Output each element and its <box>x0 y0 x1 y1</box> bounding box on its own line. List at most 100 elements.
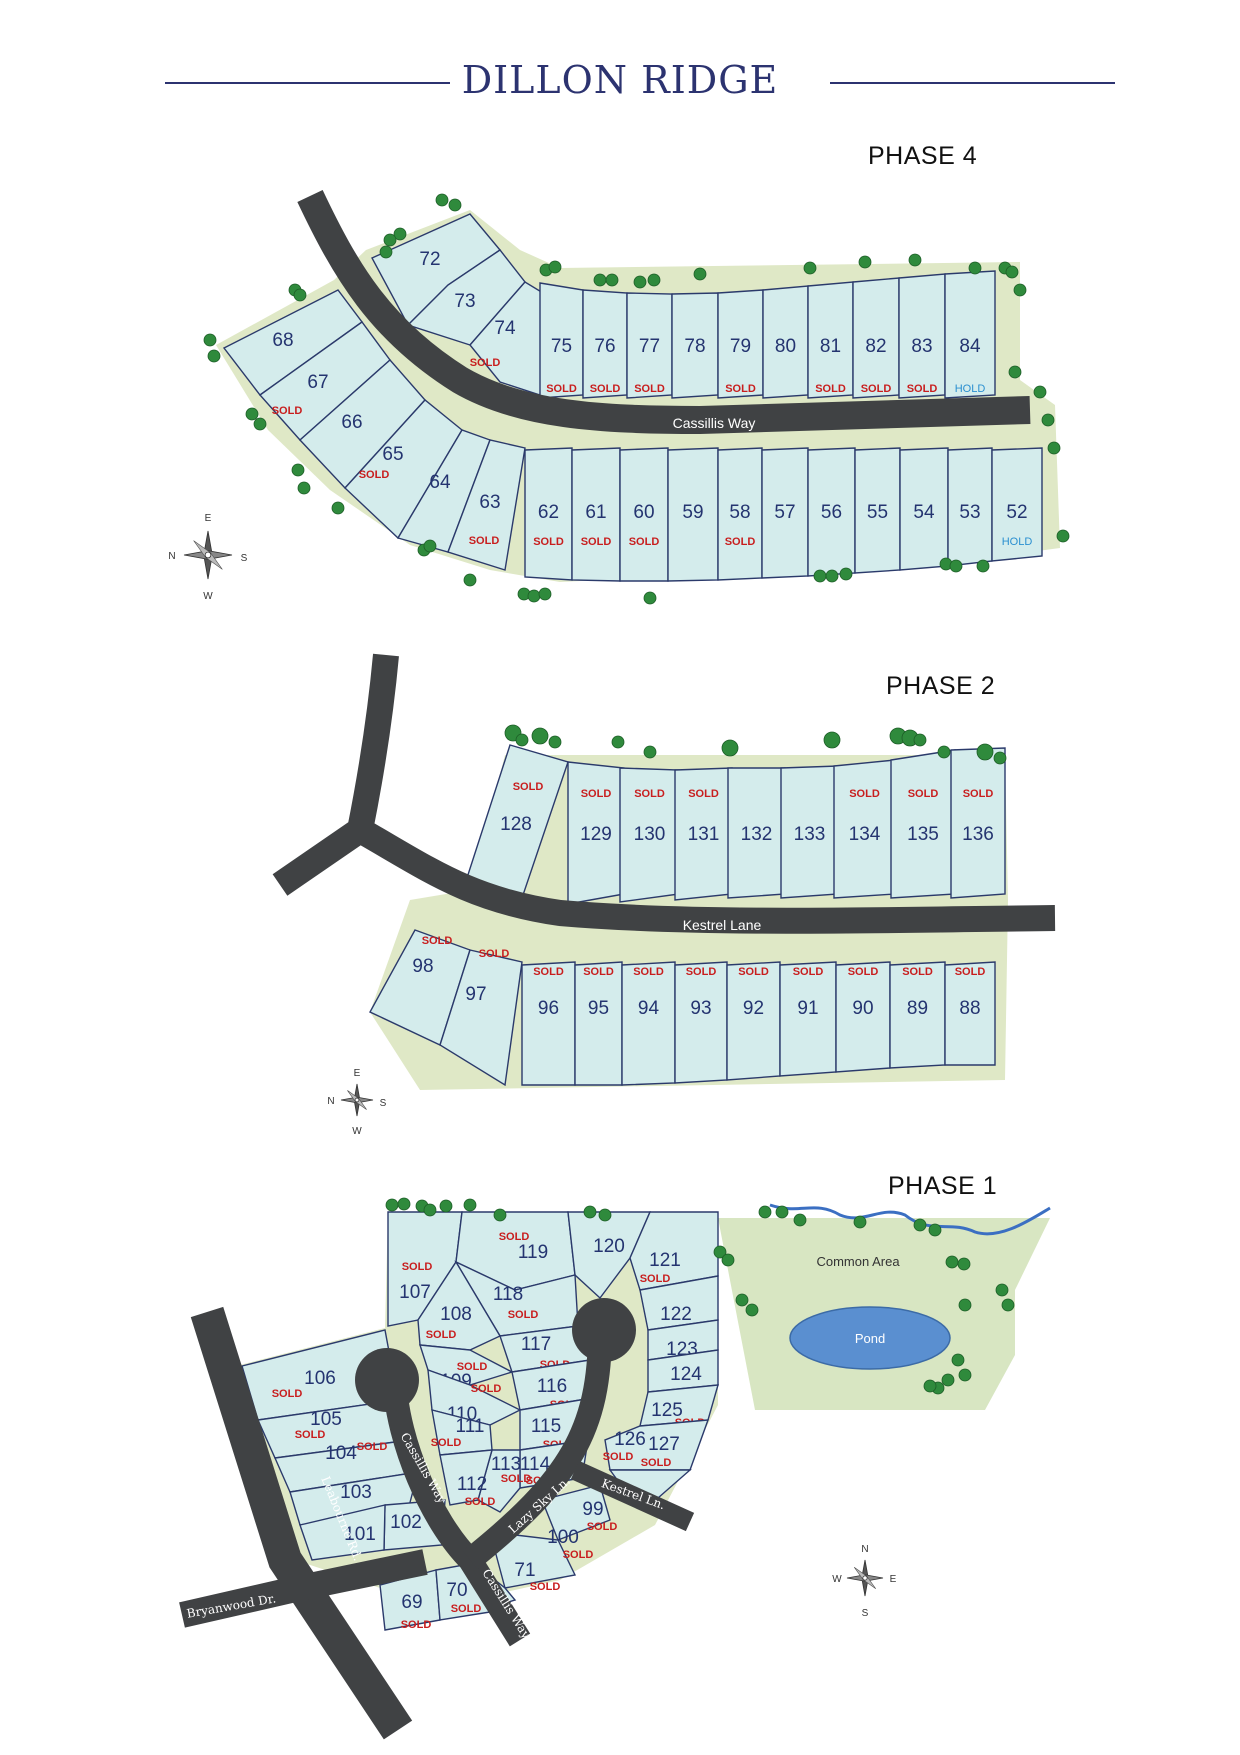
lot-54[interactable]: 54 <box>899 447 949 571</box>
tree-icon <box>1047 441 1061 455</box>
lot-101[interactable]: 101 <box>299 1504 386 1561</box>
tree-icon <box>813 569 827 583</box>
lot-78[interactable]: 78 <box>671 292 719 399</box>
lot-120[interactable]: 120 <box>567 1211 652 1300</box>
sold-label: SOLD <box>469 535 500 547</box>
tree-icon <box>839 567 853 581</box>
tree-icon <box>976 743 994 761</box>
lot-80[interactable]: 80 <box>762 285 809 399</box>
lot-57[interactable]: 57 <box>761 447 809 579</box>
tree-icon <box>397 1197 411 1211</box>
sold-label: SOLD <box>815 383 846 395</box>
tree-icon <box>941 1373 955 1387</box>
tree-icon <box>611 735 625 749</box>
lazy-sky-ln-road <box>462 1329 612 1570</box>
lot-59[interactable]: 59 <box>667 447 719 582</box>
tree-icon <box>531 727 549 745</box>
lot-55[interactable]: 55 <box>854 447 901 574</box>
pond-label: Pond <box>855 1331 885 1346</box>
lot-number: 62 <box>538 502 559 523</box>
sold-label: SOLD <box>603 1451 634 1463</box>
lot-132[interactable]: 132 <box>727 767 786 899</box>
tree-icon <box>793 1213 807 1227</box>
lot-number: 70 <box>446 1580 467 1601</box>
lot-124[interactable]: 124SOLD <box>0 0 719 1393</box>
tree-icon <box>245 407 259 421</box>
sold-label: SOLD <box>640 1273 671 1285</box>
sold-label: SOLD <box>465 1496 496 1508</box>
tree-icon <box>633 275 647 289</box>
tree-icon <box>958 1368 972 1382</box>
compass-n-label: N <box>327 1096 334 1107</box>
lot-number: 107 <box>399 1282 431 1303</box>
sold-label: SOLD <box>738 966 769 978</box>
lot-73[interactable]: 73 <box>406 249 526 346</box>
sold-label: SOLD <box>641 1457 672 1469</box>
tree-icon <box>745 1303 759 1317</box>
lot-number: 111 <box>456 1416 485 1437</box>
lot-number: 113 <box>491 1454 521 1475</box>
sold-label: SOLD <box>725 383 756 395</box>
lot-number: 68 <box>272 330 293 351</box>
sold-label: SOLD <box>849 788 880 800</box>
tree-icon <box>713 1245 727 1259</box>
tree-icon <box>775 1205 789 1219</box>
lot-53[interactable]: 53 <box>947 447 993 567</box>
lot-133[interactable]: 133 <box>780 765 839 899</box>
lot-number: 79 <box>730 336 751 357</box>
sold-label: SOLD <box>479 948 510 960</box>
phase2-south-lots: 98SOLD97SOLD96SOLD95SOLD94SOLD93SOLD92SO… <box>369 929 996 1087</box>
lot-number: 99 <box>582 1499 603 1520</box>
lot-number: 128 <box>500 814 532 835</box>
phase2-label: PHASE 2 <box>886 672 996 700</box>
phase4-label: PHASE 4 <box>868 142 978 170</box>
tree-icon <box>207 349 221 363</box>
sold-label: SOLD <box>533 536 564 548</box>
tree-icon <box>297 481 311 495</box>
lot-56[interactable]: 56 <box>807 447 856 577</box>
